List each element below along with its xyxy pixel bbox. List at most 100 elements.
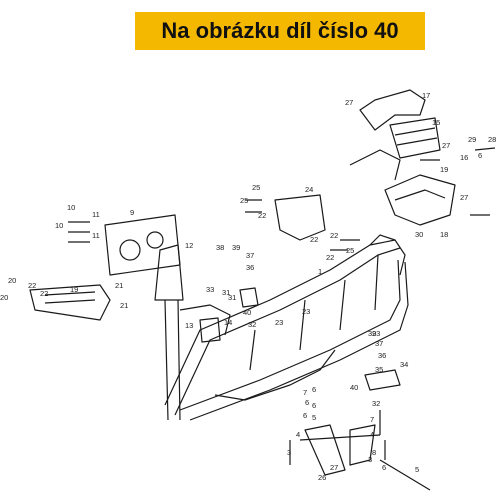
callout: 25 — [240, 196, 248, 205]
callout: 34 — [400, 360, 408, 369]
callout: 7 — [370, 415, 374, 424]
callout: 23 — [275, 318, 283, 327]
rear-rack — [389, 117, 441, 159]
callout: 31 — [222, 288, 230, 297]
callout: 6 — [382, 463, 386, 472]
callout: 4 — [370, 430, 374, 439]
callout: 39 — [232, 243, 240, 252]
regulator — [146, 231, 164, 249]
callout: 31 — [228, 293, 236, 302]
callout: 5 — [312, 413, 316, 422]
callout: 12 — [185, 241, 193, 250]
callout: 15 — [432, 118, 440, 127]
callout: 36 — [378, 351, 386, 360]
callout: 40 — [243, 308, 251, 317]
callout: 11 — [92, 210, 100, 219]
frame-lower-rail-2 — [189, 261, 409, 421]
frame-rear-loop — [369, 234, 406, 276]
callout: 22 — [310, 235, 318, 244]
stand-pin — [379, 459, 431, 491]
callout: 23 — [302, 307, 310, 316]
center-stand-right — [349, 424, 376, 466]
bolt-stand — [289, 410, 386, 465]
callout: 23 — [372, 329, 380, 338]
callout: 21 — [115, 281, 123, 290]
callout: 17 — [422, 91, 430, 100]
frame-front-bracket — [179, 304, 231, 336]
rear-carrier — [359, 89, 426, 131]
callout: 27 — [442, 141, 450, 150]
callout: 32 — [372, 399, 380, 408]
callout: 27 — [345, 98, 353, 107]
callout: 24 — [305, 185, 313, 194]
bolt-group-left — [68, 221, 90, 243]
callout: 25 — [252, 183, 260, 192]
rear-support — [349, 149, 401, 181]
callout: 6 — [305, 398, 309, 407]
callout: 6 — [303, 411, 307, 420]
callout: 19 — [440, 165, 448, 174]
callout: 6 — [312, 401, 316, 410]
banner-text: Na obrázku díl číslo 40 — [161, 18, 399, 43]
callout: 38 — [216, 243, 224, 252]
callout: 10 — [67, 203, 75, 212]
callout: 21 — [120, 301, 128, 310]
center-bracket — [274, 194, 326, 241]
control-unit-plate — [104, 214, 181, 276]
callout: 7 — [303, 388, 307, 397]
callout: 9 — [130, 208, 134, 217]
callout: 18 — [440, 230, 448, 239]
callout: 40 — [350, 383, 358, 392]
rear-rack-bars — [394, 127, 438, 146]
frame-side-brace — [214, 349, 336, 401]
callout: 3 — [368, 455, 372, 464]
callout: 26 — [318, 473, 326, 482]
callout: 20 — [8, 276, 16, 285]
callout: 36 — [246, 263, 254, 272]
callout: 32 — [248, 320, 256, 329]
callout: 1 — [318, 267, 322, 276]
callout: 6 — [312, 385, 316, 394]
rear-fender — [384, 174, 456, 226]
frame-main-tube-left — [164, 239, 396, 406]
callout: 3 — [287, 448, 291, 457]
callout: 14 — [224, 318, 232, 327]
callout: 37 — [246, 251, 254, 260]
frame-main-tube-right — [174, 247, 401, 416]
frame-steering-column — [164, 299, 181, 421]
callout: 22 — [258, 211, 266, 220]
callout: 30 — [415, 230, 423, 239]
mount-block-1 — [199, 317, 221, 343]
center-stand-bar — [299, 434, 381, 441]
callout: 16 — [460, 153, 468, 162]
callout: 22 — [40, 289, 48, 298]
callout: 22 — [28, 281, 36, 290]
part-number-banner: Na obrázku díl číslo 40 — [135, 12, 425, 50]
callout: 4 — [296, 430, 300, 439]
callout: 22 — [330, 231, 338, 240]
callout: 25 — [346, 246, 354, 255]
callout: 28 — [488, 135, 496, 144]
callout: 27 — [460, 193, 468, 202]
callout: 33 — [206, 285, 214, 294]
callout: 29 — [468, 135, 476, 144]
callout: 20 — [0, 293, 8, 302]
callout: 11 — [92, 231, 100, 240]
callout: 5 — [415, 465, 419, 474]
callout: 27 — [330, 463, 338, 472]
bolt-group-right — [420, 147, 496, 216]
ignition-coil — [119, 239, 141, 261]
frame-lower-rail — [179, 259, 401, 411]
mount-block-2 — [239, 287, 259, 308]
rear-fender-inner — [394, 189, 446, 201]
bolt-group-center — [330, 239, 360, 251]
callout: 39 — [368, 329, 376, 338]
frame-cross-member — [249, 254, 379, 371]
footrest-left — [29, 284, 111, 321]
footrest-left-ribs — [44, 291, 96, 304]
callout: 35 — [375, 365, 383, 374]
callout: 10 — [55, 221, 63, 230]
callout: 8 — [372, 448, 376, 457]
callout: 6 — [478, 151, 482, 160]
